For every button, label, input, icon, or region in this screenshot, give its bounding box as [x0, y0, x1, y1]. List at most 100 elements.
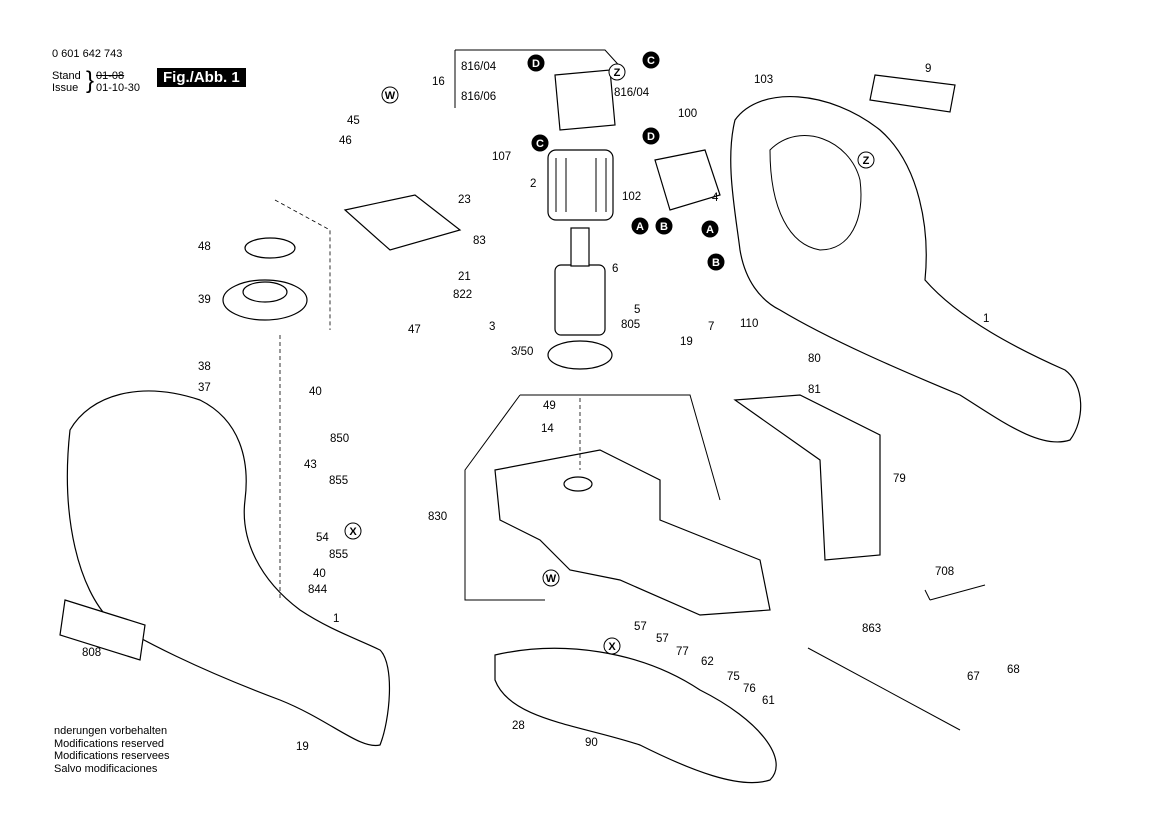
part-number-label: 47	[408, 324, 421, 336]
part-number-label: 46	[339, 135, 352, 147]
note-line: Salvo modificaciones	[54, 762, 158, 775]
marker-letter: W	[385, 90, 396, 102]
note-line: nderungen vorbehalten	[54, 725, 168, 737]
modification-notes: nderungen vorbehalten Modifications rese…	[54, 725, 170, 775]
part-number-label: 110	[740, 318, 758, 330]
part-number-label: 855	[329, 475, 348, 487]
part-number-label: 75	[727, 671, 740, 683]
marker-circle-icon	[381, 86, 399, 104]
part-number-label: 107	[492, 151, 511, 163]
marker-circle-icon	[857, 151, 875, 169]
marker-letter: C	[647, 55, 655, 67]
part-number-label: 6	[612, 263, 618, 275]
armature	[554, 264, 606, 336]
issue-label: Issue	[52, 82, 79, 94]
reference-marker: D	[642, 127, 660, 145]
part-number-label: 4	[712, 192, 719, 204]
marker-circle-icon	[701, 220, 719, 238]
part-number-label: 90	[585, 737, 598, 749]
part-number-label: 38	[198, 361, 211, 373]
part-number-label: 844	[308, 584, 328, 596]
bearing-plate	[343, 194, 462, 251]
part-number-label: 68	[1007, 664, 1020, 676]
note-line: Modifications reservees	[54, 750, 170, 762]
marker-circle-icon	[344, 522, 362, 540]
part-number-label: 54	[316, 532, 329, 544]
reference-marker: A	[631, 217, 649, 235]
part-number-label: 62	[701, 656, 714, 668]
part-number-label: 48	[198, 241, 211, 253]
marker-letter: Z	[614, 67, 621, 79]
hex-key	[924, 584, 986, 601]
part-number-label: 19	[296, 741, 309, 753]
part-number-label: 40	[313, 568, 326, 580]
protective-plate	[494, 647, 777, 784]
part-number-label: 21	[458, 271, 471, 283]
part-number-label: 28	[512, 720, 525, 732]
marker-circle-icon	[631, 217, 649, 235]
note-line: Modifications reserved	[54, 737, 165, 750]
marker-letter: D	[647, 131, 655, 143]
part-number-label: 830	[428, 511, 447, 523]
reference-marker: C	[531, 134, 549, 152]
part-number-label: 708	[935, 566, 954, 578]
marker-circle-icon	[527, 54, 545, 72]
stand-value: 01-08	[96, 70, 125, 82]
part-number-label: 23	[458, 194, 471, 206]
part-number-label: 816/04	[461, 61, 497, 73]
issue-value: 01-10-30	[96, 82, 141, 94]
part-number-label: 9	[925, 63, 931, 75]
field-coil	[547, 149, 614, 221]
marker-letter: A	[636, 221, 644, 233]
reference-marker: W	[381, 86, 399, 104]
part-number-label: 102	[622, 191, 641, 203]
marker-circle-icon	[707, 253, 725, 271]
housing-right-shell	[730, 96, 1082, 443]
part-number-label: 816/06	[461, 91, 496, 103]
part-number-label: 3	[489, 321, 495, 333]
reference-marker: Z	[608, 63, 626, 81]
fan	[547, 340, 613, 370]
reference-marker: A	[701, 220, 719, 238]
label-plate-9	[869, 74, 956, 113]
brace-icon: }	[86, 67, 95, 94]
reference-marker: C	[642, 51, 660, 69]
part-number-label: 822	[453, 289, 472, 301]
marker-letter: C	[536, 138, 544, 150]
reference-marker: X	[344, 522, 362, 540]
part-number-label: 14	[541, 423, 554, 435]
part-number-label: 61	[762, 695, 775, 707]
part-number-label: 1	[983, 313, 989, 325]
part-number-label: 7	[708, 321, 714, 333]
part-number-label: 855	[329, 549, 348, 561]
marker-letter: B	[660, 221, 668, 233]
marker-circle-icon	[642, 127, 660, 145]
part-number-label: 1	[333, 613, 339, 625]
document-number: 0 601 642 743	[52, 48, 123, 60]
clamping-rod	[807, 647, 961, 731]
part-number-label: 79	[893, 473, 906, 485]
marker-circle-icon	[603, 637, 621, 655]
part-number-label: 57	[656, 633, 669, 645]
part-number-label: 2	[530, 178, 536, 190]
part-number-label: 103	[754, 74, 773, 86]
marker-circle-icon	[655, 217, 673, 235]
gearbox-housing	[494, 449, 771, 616]
marker-letter: B	[712, 257, 720, 269]
reference-marker: B	[655, 217, 673, 235]
marker-circle-icon	[542, 569, 560, 587]
marker-circle-icon	[608, 63, 626, 81]
marker-letter: X	[608, 641, 616, 653]
figure-label: Fig./Abb. 1	[157, 68, 246, 87]
switch	[654, 149, 721, 211]
marker-letter: A	[706, 224, 714, 236]
part-number-label: 67	[967, 671, 980, 683]
reference-marker: Z	[857, 151, 875, 169]
part-number-label: 81	[808, 384, 821, 396]
part-number-label: 57	[634, 621, 647, 633]
part-number-label: 80	[808, 353, 821, 365]
part-number-label: 77	[676, 646, 689, 658]
part-number-label: 83	[473, 235, 486, 247]
reference-marker: B	[707, 253, 725, 271]
